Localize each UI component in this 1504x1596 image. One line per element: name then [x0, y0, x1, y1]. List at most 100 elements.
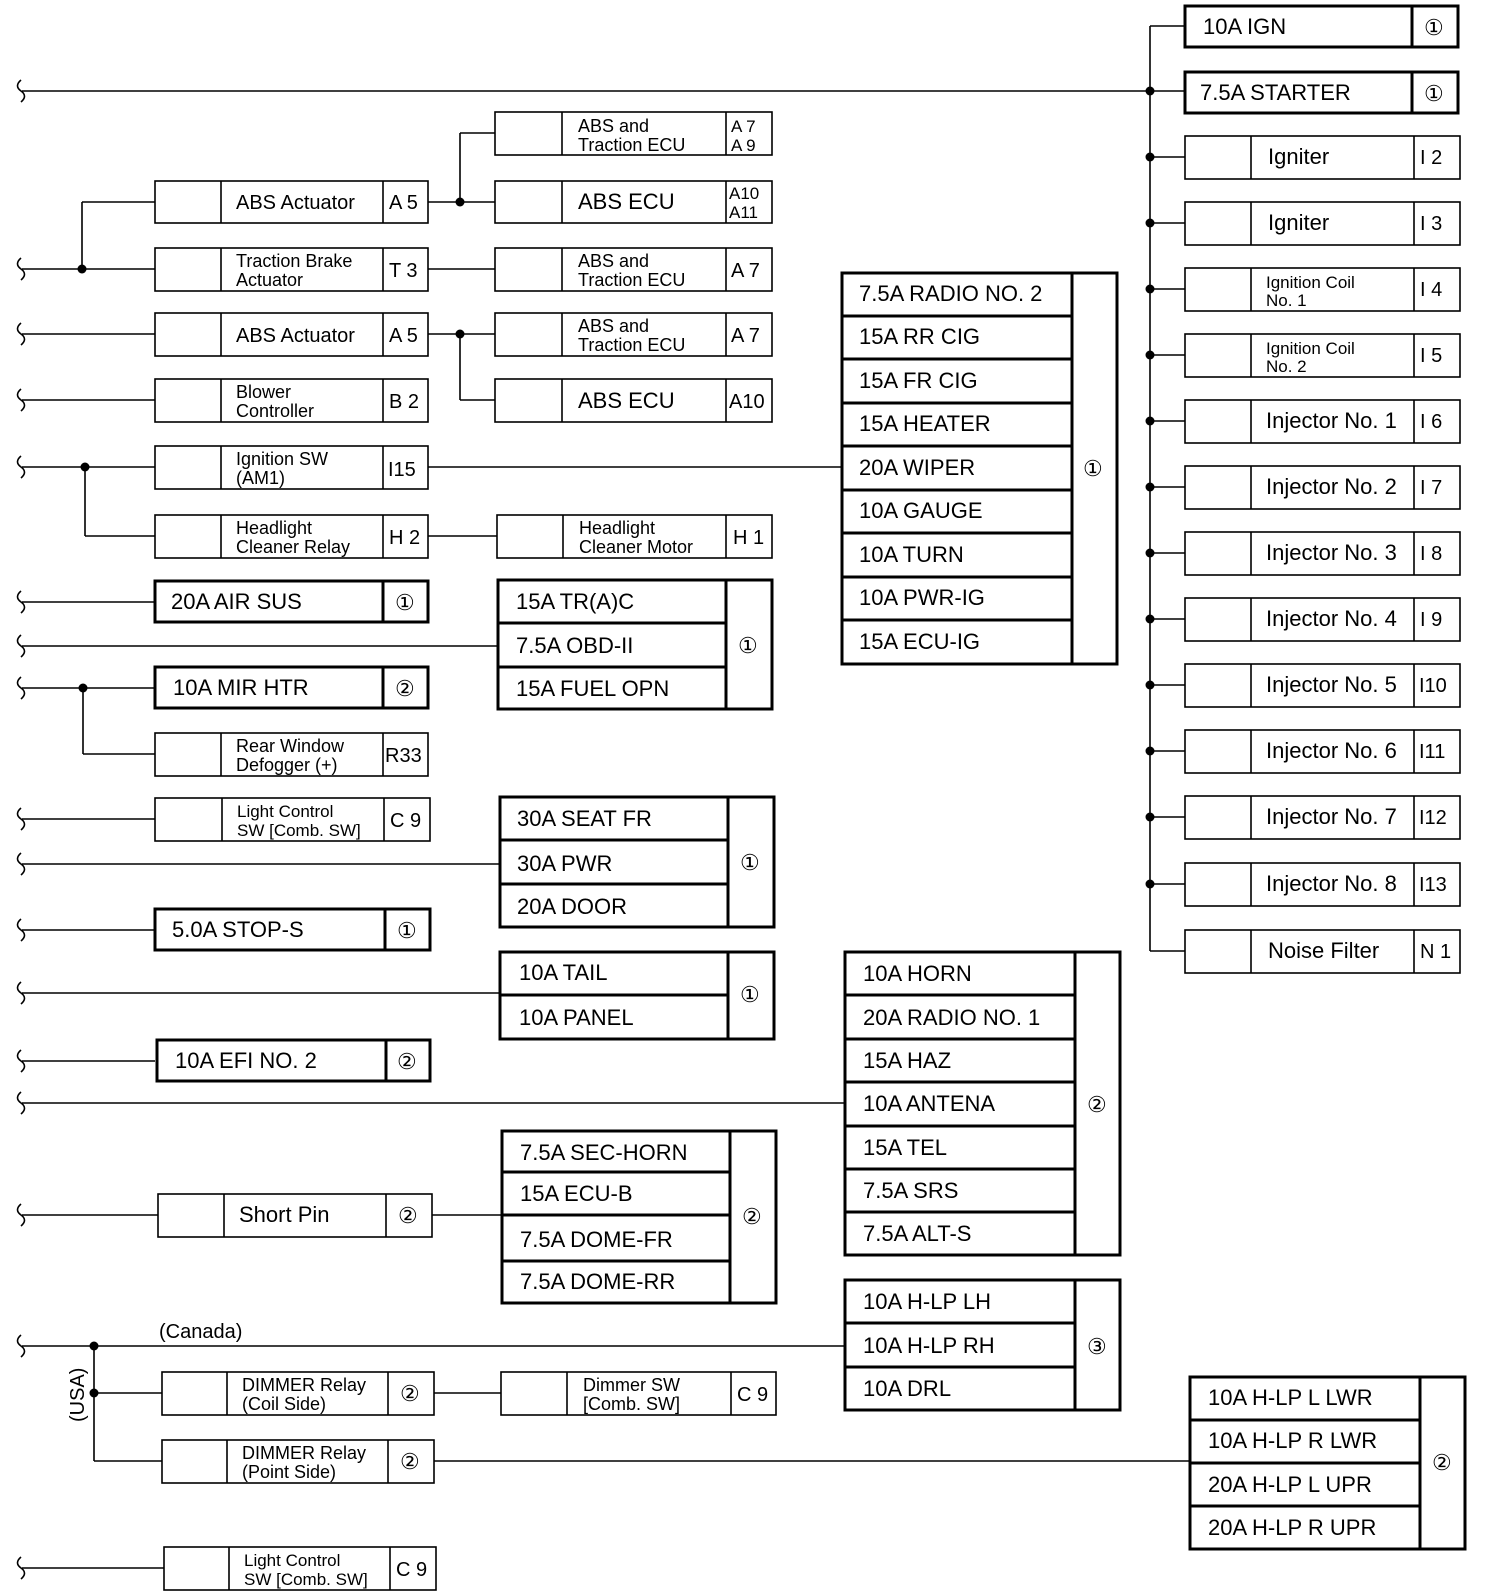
component-name-line2: Controller	[236, 401, 314, 421]
fuse-label: 10A H-LP RH	[863, 1333, 995, 1358]
component-name-line2: SW [Comb. SW]	[237, 821, 361, 840]
connector-code: A 7	[731, 260, 760, 282]
injector-2: Injector No. 2 I 7	[1184, 465, 1461, 510]
fuse-label: 7.5A STARTER	[1200, 80, 1351, 105]
abs-actuator-1: ABS Actuator A 5	[154, 180, 429, 224]
fuse-label: 15A TEL	[863, 1135, 947, 1160]
fuse-badge: ②	[1432, 1450, 1452, 1475]
fuse-group-sec-horn: 7.5A SEC-HORN 15A ECU-B 7.5A DOME-FR 7.5…	[500, 1129, 778, 1305]
fuse-label: 20A AIR SUS	[171, 589, 302, 614]
component-name-line2: No. 1	[1266, 291, 1307, 310]
fuse-badge: ①	[1424, 15, 1444, 40]
abs-ecu-2: ABS ECU A10	[494, 378, 773, 423]
ignition-sw: Ignition SW (AM1) I15	[154, 445, 429, 490]
fuse-badge: ②	[397, 1049, 417, 1074]
fuse-label: 10A EFI NO. 2	[175, 1048, 317, 1073]
connector-code: B 2	[389, 391, 419, 413]
fuse-label: 7.5A DOME-FR	[520, 1227, 673, 1252]
component-name-line1: Traction Brake	[236, 251, 352, 271]
component-name-line2: (Coil Side)	[242, 1394, 326, 1414]
fuse-label: 20A DOOR	[517, 894, 627, 919]
light-control-sw-2: Light Control SW [Comb. SW] C 9	[163, 1546, 437, 1591]
connector-code: H 1	[733, 527, 764, 549]
injector-1: Injector No. 1 I 6	[1184, 399, 1461, 444]
abs-ecu-1: ABS ECU A10 A11	[494, 180, 773, 224]
fuse-label: 10A H-LP R LWR	[1208, 1428, 1377, 1453]
fuse-label: 15A ECU-IG	[859, 629, 980, 654]
fuse-label: 10A H-LP LH	[863, 1289, 991, 1314]
fuse-label: 15A HEATER	[859, 411, 991, 436]
component-name: ABS Actuator	[236, 325, 355, 347]
igniter-1: Igniter I 2	[1184, 135, 1461, 180]
connector-code: I 2	[1420, 147, 1442, 169]
connector-code-line1: A 7	[731, 117, 756, 136]
connector-code-line1: A10	[729, 184, 759, 203]
component-name: ABS ECU	[578, 388, 675, 413]
fuse-group-horn: 10A HORN 20A RADIO NO. 1 15A HAZ 10A ANT…	[843, 950, 1122, 1257]
connector-code: ②	[400, 1449, 420, 1474]
injector-8: Injector No. 8 I13	[1184, 862, 1461, 907]
component-name-line2: Traction ECU	[578, 135, 685, 155]
connector-code: ②	[400, 1381, 420, 1406]
fuse-label: 10A H-LP L LWR	[1208, 1385, 1373, 1410]
component-name-line2: SW [Comb. SW]	[244, 1570, 368, 1589]
injector-4: Injector No. 4 I 9	[1184, 597, 1461, 642]
component-name: Injector No. 1	[1266, 408, 1397, 433]
fuse-air-sus: 20A AIR SUS ①	[153, 579, 430, 624]
component-name: Injector No. 5	[1266, 672, 1397, 697]
component-name: Injector No. 6	[1266, 738, 1397, 763]
injector-6: Injector No. 6 I11	[1184, 729, 1461, 774]
component-name-line2: Cleaner Motor	[579, 537, 693, 557]
connector-code-line2: A11	[729, 203, 758, 222]
fuse-label: 15A TR(A)C	[516, 589, 634, 614]
component-name-line2: Defogger (+)	[236, 755, 338, 775]
fuse-group-hlp-lwr: 10A H-LP L LWR 10A H-LP R LWR 20A H-LP L…	[1188, 1375, 1467, 1551]
fuse-badge: ①	[740, 850, 760, 875]
ignition-coil-2: Ignition Coil No. 2 I 5	[1184, 333, 1461, 378]
fuse-label: 20A H-LP R UPR	[1208, 1515, 1376, 1540]
component-name: Injector No. 8	[1266, 871, 1397, 896]
fuse-label: 5.0A STOP-S	[172, 917, 304, 942]
fuse-label: 7.5A RADIO NO. 2	[859, 281, 1042, 306]
junction-dots	[77, 86, 1155, 1398]
abs-traction-ecu-1: ABS and Traction ECU A 7 A 9	[494, 111, 773, 156]
component-name: Injector No. 3	[1266, 540, 1397, 565]
component-name-line1: Dimmer SW	[583, 1375, 680, 1395]
fuse-label: 15A FR CIG	[859, 368, 978, 393]
fuse-group-tail-panel: 10A TAIL 10A PANEL ①	[498, 950, 776, 1041]
fuse-label: 10A GAUGE	[859, 498, 983, 523]
component-name-line1: Ignition Coil	[1266, 273, 1355, 292]
connector-code: A 7	[731, 325, 760, 347]
fuse-badge: ①	[397, 918, 417, 943]
fuse-label: 10A PWR-IG	[859, 585, 985, 610]
headlight-cleaner-motor: Headlight Cleaner Motor H 1	[496, 514, 773, 559]
connector-code: I12	[1419, 807, 1447, 829]
connector-code: I 4	[1420, 279, 1442, 301]
fuse-label: 15A ECU-B	[520, 1181, 633, 1206]
component-name: Injector No. 4	[1266, 606, 1397, 631]
connector-code: I10	[1419, 675, 1447, 697]
light-control-sw-1: Light Control SW [Comb. SW] C 9	[154, 797, 431, 842]
fuse-badge: ②	[1087, 1092, 1107, 1117]
fuse-efi-no2: 10A EFI NO. 2 ②	[155, 1038, 432, 1083]
fuse-badge: ③	[1087, 1334, 1107, 1359]
connector-code: I13	[1419, 874, 1447, 896]
component-name-line1: DIMMER Relay	[242, 1443, 366, 1463]
component-name: Igniter	[1268, 144, 1329, 169]
component-name-line2: Cleaner Relay	[236, 537, 350, 557]
connector-code: N 1	[1420, 941, 1451, 963]
component-name-line2: [Comb. SW]	[583, 1394, 680, 1414]
short-pin: Short Pin ②	[157, 1193, 433, 1238]
component-name-line1: Rear Window	[236, 736, 345, 756]
fuse-badge: ②	[742, 1204, 762, 1229]
component-name-line1: ABS and	[578, 116, 649, 136]
fuse-badge: ①	[395, 590, 415, 615]
connector-code-line2: A 9	[731, 136, 756, 155]
connector-code: ②	[398, 1203, 418, 1228]
fuse-badge: ①	[1424, 81, 1444, 106]
abs-traction-ecu-2: ABS and Traction ECU A 7	[494, 247, 773, 292]
fuse-label: 15A HAZ	[863, 1048, 951, 1073]
connector-code: H 2	[389, 527, 420, 549]
fuse-label: 15A FUEL OPN	[516, 676, 669, 701]
